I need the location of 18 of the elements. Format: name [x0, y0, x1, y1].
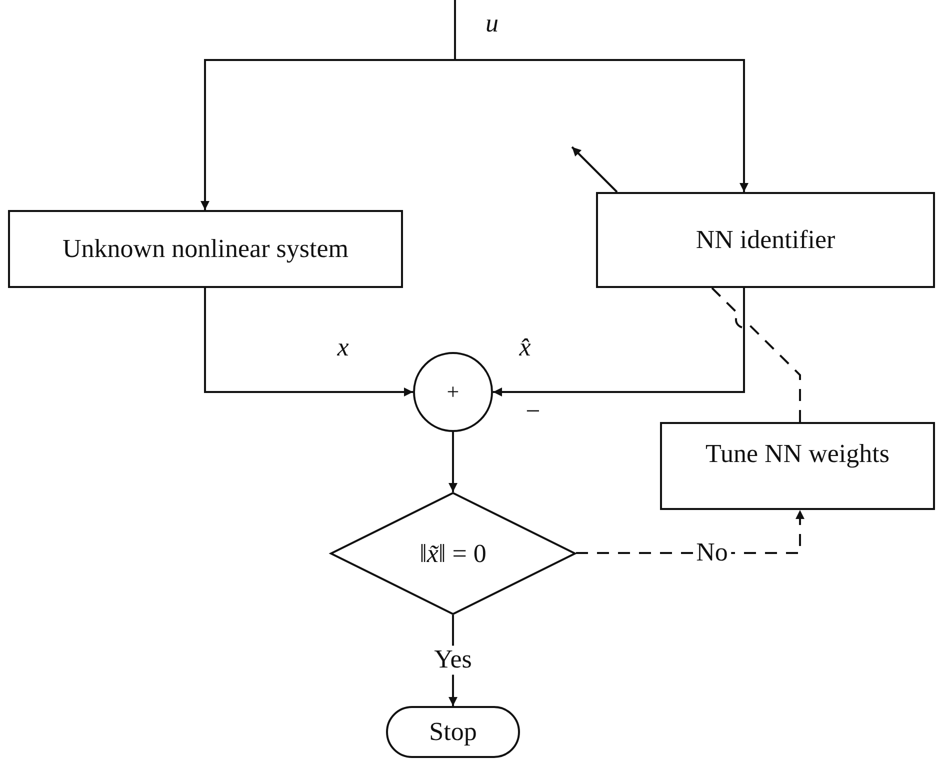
node-label: Stop [429, 717, 477, 747]
dashed-arrow [576, 510, 804, 554]
arrow [448, 432, 458, 492]
decision-diamond [330, 492, 576, 615]
arrow [571, 146, 618, 193]
process-box [660, 422, 935, 510]
node-label: Tune NN weights [706, 439, 890, 469]
process-box [8, 210, 403, 288]
node-label: NN identifier [696, 225, 836, 255]
operator-sign: + [446, 379, 460, 405]
terminal-box [386, 706, 520, 758]
arrow [454, 0, 748, 192]
process-box [596, 192, 935, 288]
node-label: Unknown nonlinear system [62, 234, 348, 264]
summing-junction [413, 352, 493, 432]
arrow [493, 288, 745, 396]
arrow [204, 288, 413, 396]
condition-text: ‖x̃‖ = 0 [420, 538, 486, 568]
